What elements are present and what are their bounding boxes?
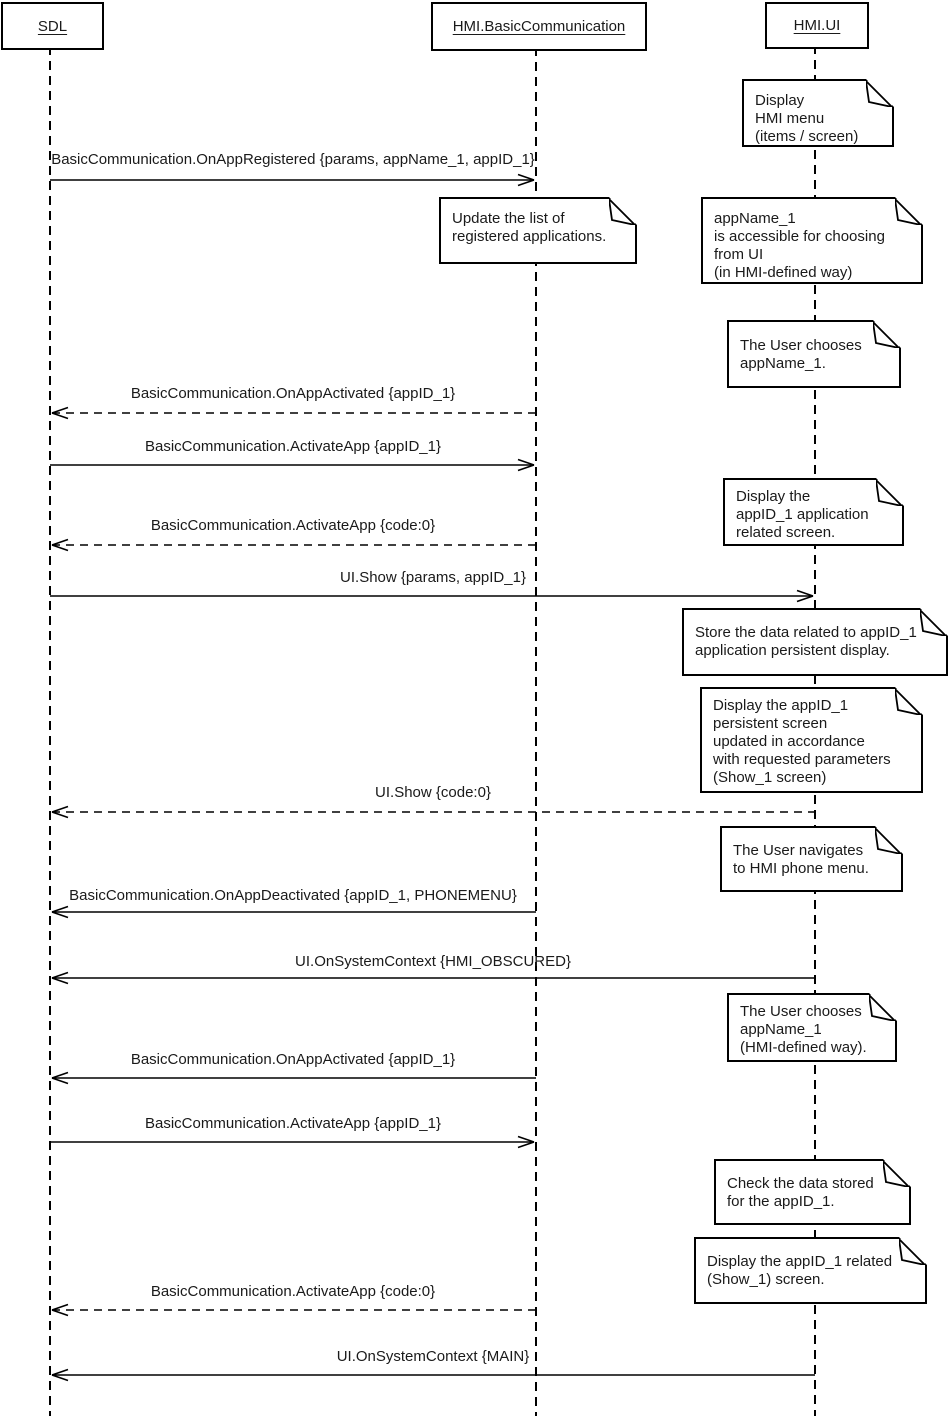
- note-user-chooses-hmi-way: The User chooses appName_1 (HMI-defined …: [727, 993, 897, 1062]
- note-text: Display HMI menu (items / screen): [755, 92, 859, 145]
- note-store-data: Store the data related to appID_1 applic…: [682, 608, 948, 676]
- lifeline-sdl: [49, 46, 51, 1416]
- note-fold-icon: [869, 993, 897, 1021]
- note-text: Check the data stored for the appID_1.: [727, 1175, 874, 1210]
- note-text: Store the data related to appID_1 applic…: [695, 624, 917, 659]
- participant-basiccommunication: HMI.BasicCommunication: [431, 2, 647, 51]
- message-label: BasicCommunication.OnAppActivated {appID…: [130, 385, 456, 402]
- message-arrow-right: [50, 1135, 535, 1149]
- message-label: BasicCommunication.OnAppRegistered {para…: [51, 151, 535, 168]
- message-label: BasicCommunication.OnAppDeactivated {app…: [69, 887, 517, 904]
- note-text: appName_1 is accessible for choosing fro…: [714, 210, 885, 281]
- note-fold-icon: [875, 826, 903, 854]
- message-label: BasicCommunication.ActivateApp {code:0}: [150, 1283, 436, 1300]
- note-fold-icon: [899, 1237, 927, 1265]
- message-arrow-left: [51, 1071, 536, 1085]
- note-text: Display the appID_1 application related …: [736, 488, 869, 541]
- participant-basiccommunication-label: HMI.BasicCommunication: [452, 18, 626, 35]
- message-arrow-right: [50, 458, 535, 472]
- message-arrow-left: [51, 1368, 815, 1382]
- message-arrow-left: [51, 406, 536, 420]
- note-text: The User chooses appName_1 (HMI-defined …: [740, 1003, 867, 1056]
- message-arrow-right: [50, 173, 535, 187]
- message-arrow-left: [51, 1303, 536, 1317]
- lifeline-basiccommunication: [535, 47, 537, 1416]
- note-text: Display the appID_1 persistent screen up…: [713, 697, 891, 786]
- note-user-chooses-appname: The User chooses appName_1.: [727, 320, 901, 388]
- note-update-registered-apps: Update the list of registered applicatio…: [439, 197, 637, 264]
- message-label: BasicCommunication.ActivateApp {code:0}: [150, 517, 436, 534]
- participant-hmi-ui: HMI.UI: [765, 2, 869, 49]
- message-label: BasicCommunication.ActivateApp {appID_1}: [144, 438, 442, 455]
- note-display-persistent-screen: Display the appID_1 persistent screen up…: [700, 687, 923, 793]
- note-check-data-stored: Check the data stored for the appID_1.: [714, 1159, 911, 1225]
- message-label: UI.OnSystemContext {HMI_OBSCURED}: [295, 953, 571, 970]
- note-text: The User chooses appName_1.: [740, 337, 862, 372]
- note-display-hmi-menu: Display HMI menu (items / screen): [742, 79, 894, 147]
- note-fold-icon: [883, 1159, 911, 1187]
- participant-sdl: SDL: [1, 2, 104, 50]
- message-arrow-left: [51, 971, 815, 985]
- message-arrow-right: [50, 589, 814, 603]
- note-fold-icon: [895, 197, 923, 225]
- note-text: Update the list of registered applicatio…: [452, 210, 607, 245]
- message-label: UI.Show {code:0}: [375, 784, 491, 801]
- note-fold-icon: [895, 687, 923, 715]
- participant-sdl-label: SDL: [37, 17, 68, 35]
- note-display-appid-screen: Display the appID_1 application related …: [723, 478, 904, 546]
- note-fold-icon: [876, 478, 904, 506]
- note-fold-icon: [866, 79, 894, 107]
- note-display-show1-screen: Display the appID_1 related (Show_1) scr…: [694, 1237, 927, 1304]
- note-fold-icon: [609, 197, 637, 225]
- message-arrow-left: [51, 538, 536, 552]
- note-appname-accessible: appName_1 is accessible for choosing fro…: [701, 197, 923, 284]
- message-label: UI.Show {params, appID_1}: [340, 569, 526, 586]
- message-label: BasicCommunication.ActivateApp {appID_1}: [144, 1115, 442, 1132]
- message-arrow-left: [51, 805, 815, 819]
- message-label: UI.OnSystemContext {MAIN}: [336, 1348, 530, 1365]
- note-text: Display the appID_1 related (Show_1) scr…: [707, 1253, 893, 1288]
- note-fold-icon: [873, 320, 901, 348]
- note-text: The User navigates to HMI phone menu.: [733, 842, 869, 877]
- message-arrow-left: [51, 905, 536, 919]
- note-user-navigates-phone-menu: The User navigates to HMI phone menu.: [720, 826, 903, 892]
- note-fold-icon: [920, 608, 948, 636]
- participant-hmi-ui-label: HMI.UI: [793, 17, 841, 34]
- message-label: BasicCommunication.OnAppActivated {appID…: [130, 1051, 456, 1068]
